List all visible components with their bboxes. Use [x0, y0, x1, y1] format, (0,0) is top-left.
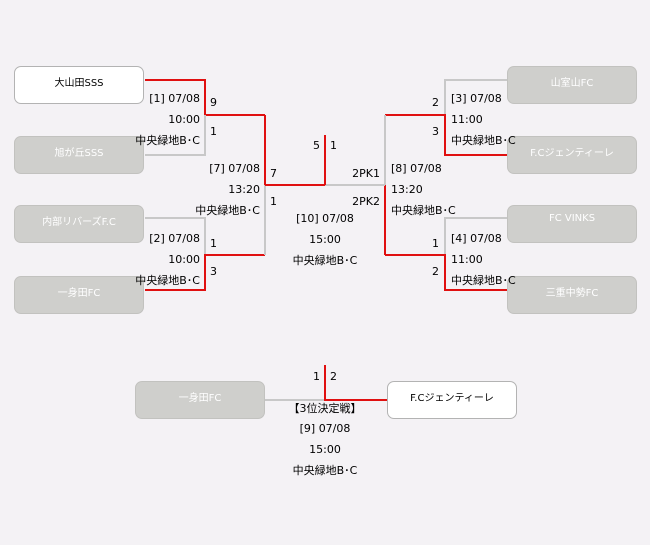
m9-venue: 中央緑地B･C [292, 464, 358, 477]
m4-date: [4] 07/08 [451, 232, 502, 245]
m3-date: [3] 07/08 [451, 92, 502, 105]
m1-date: [1] 07/08 [149, 92, 200, 105]
m2-score-bottom: 3 [210, 265, 217, 278]
m9-label: 【3位決定戦】 [288, 402, 362, 415]
m7-time: 13:20 [228, 183, 260, 196]
bracket-line-m4-bottom [385, 254, 507, 291]
team-naibu[interactable]: 内部リバーズF.C [14, 205, 144, 243]
m9-date: [9] 07/08 [299, 422, 351, 435]
m10-venue: 中央緑地B･C [292, 254, 358, 267]
m10-time: 15:00 [309, 233, 341, 246]
m8-score-top: 2PK1 [352, 167, 380, 180]
m4-venue: 中央緑地B･C [451, 274, 516, 287]
m8-time: 13:20 [391, 183, 423, 196]
m2-score-top: 1 [210, 237, 217, 250]
bracket-line-m2-top [145, 217, 206, 255]
m7-score-top: 7 [270, 167, 277, 180]
bracket-line-m2-bottom [145, 254, 265, 291]
team-oyamada[interactable]: 大山田SSS [14, 66, 144, 104]
m7-venue: 中央緑地B･C [195, 204, 260, 217]
m3-score-bottom: 3 [432, 125, 439, 138]
m1-venue: 中央緑地B･C [135, 134, 200, 147]
team-isshinden[interactable]: 一身田FC [14, 276, 144, 314]
bracket-line-m1-bottom [145, 115, 206, 156]
m7-score-bottom: 1 [270, 195, 277, 208]
m8-score-bottom: 2PK2 [352, 195, 380, 208]
m10-date: [10] 07/08 [296, 212, 354, 225]
m8-date: [8] 07/08 [391, 162, 442, 175]
m10-score-left: 5 [313, 139, 320, 152]
m4-time: 11:00 [451, 253, 483, 266]
bracket-line-m3-bottom [385, 114, 507, 156]
bracket-line-m9-right [324, 365, 387, 401]
m3-score-top: 2 [432, 96, 439, 109]
m9-score-right: 2 [330, 370, 337, 383]
m2-venue: 中央緑地B･C [135, 274, 200, 287]
team-fc-gentile-3rd[interactable]: F.Cジェンティーレ [387, 381, 517, 419]
m10-score-right: 1 [330, 139, 337, 152]
m9-time: 15:00 [309, 443, 341, 456]
m3-time: 11:00 [451, 113, 483, 126]
m9-score-left: 1 [313, 370, 320, 383]
m8-venue: 中央緑地B･C [391, 204, 456, 217]
team-mie-chusei[interactable]: 三重中勢FC [507, 276, 637, 314]
m3-venue: 中央緑地B･C [451, 134, 516, 147]
bracket-line-m4-top [444, 217, 507, 255]
m1-time: 10:00 [168, 113, 200, 126]
team-isshinden-3rd[interactable]: 一身田FC [135, 381, 265, 419]
m1-score-top: 9 [210, 96, 217, 109]
m4-score-top: 1 [432, 237, 439, 250]
bracket-line-m3-top [444, 79, 507, 115]
m2-date: [2] 07/08 [149, 232, 200, 245]
team-fc-gentile[interactable]: F.Cジェンティーレ [507, 136, 637, 174]
m4-score-bottom: 2 [432, 265, 439, 278]
m7-date: [7] 07/08 [209, 162, 260, 175]
bracket-line-m1-top [145, 79, 265, 116]
m2-time: 10:00 [168, 253, 200, 266]
team-yamamuro[interactable]: 山室山FC [507, 66, 637, 104]
m1-score-bottom: 1 [210, 125, 217, 138]
team-asahigaoka[interactable]: 旭が丘SSS [14, 136, 144, 174]
team-fc-vinks[interactable]: FC VINKS [507, 205, 637, 243]
